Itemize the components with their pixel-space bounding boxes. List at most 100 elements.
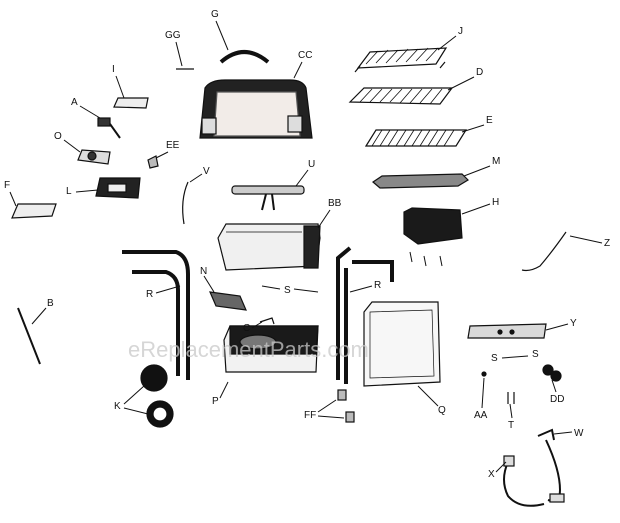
leader-p — [219, 381, 229, 399]
leader-k-top — [123, 385, 145, 405]
label-z: Z — [604, 238, 610, 249]
label-p: P — [212, 396, 219, 407]
part-hose-regulator-wx — [503, 428, 565, 507]
label-c: C — [243, 323, 250, 334]
label-b: B — [47, 298, 54, 309]
label-w: W — [574, 428, 584, 439]
part-lid-cc — [199, 79, 313, 139]
part-burner-u — [231, 185, 305, 211]
label-s-right-2: S — [532, 349, 539, 360]
leader-l — [75, 189, 99, 193]
leader-t — [509, 403, 513, 419]
part-igniter-a — [97, 117, 121, 139]
label-ee: EE — [166, 140, 180, 151]
leader-gg — [175, 41, 183, 67]
label-a: A — [71, 97, 78, 108]
leader-j — [437, 35, 457, 51]
label-cc: CC — [298, 50, 312, 61]
part-handle-g — [219, 50, 270, 64]
label-u: U — [308, 159, 315, 170]
label-r-right: R — [374, 280, 381, 291]
leader-ee — [155, 151, 169, 159]
part-side-burner-h — [403, 207, 463, 267]
label-r-left: R — [146, 289, 153, 300]
label-y: Y — [570, 318, 577, 329]
part-warming-rack-j — [354, 47, 448, 73]
leader-z — [569, 235, 603, 244]
leader-m — [463, 165, 491, 177]
label-dd: DD — [550, 394, 564, 405]
label-v: V — [203, 166, 210, 177]
leader-n — [203, 275, 215, 293]
leader-v — [189, 173, 203, 183]
leader-u — [295, 169, 309, 187]
watermark: eReplacementParts.com — [128, 337, 369, 362]
label-o: O — [54, 131, 62, 142]
label-l: L — [66, 186, 72, 197]
label-bb: BB — [328, 198, 342, 209]
leader-bb — [317, 209, 331, 229]
part-control-box-l — [95, 177, 141, 199]
part-screw-aa — [481, 371, 487, 377]
part-left-legs — [122, 250, 190, 380]
leader-cc — [293, 61, 303, 79]
leader-d — [447, 76, 475, 91]
part-bottom-tray-p — [223, 325, 319, 373]
part-right-legs — [336, 246, 394, 384]
part-heat-plate-m — [372, 173, 469, 189]
part-knobs-dd — [542, 364, 562, 382]
part-fittings-ff — [337, 389, 355, 423]
leader-r-right — [349, 285, 373, 293]
part-probe-b — [17, 307, 41, 365]
leader-s-center-left — [261, 285, 281, 290]
label-s-right-1: S — [491, 353, 498, 364]
leader-r-left — [155, 285, 181, 294]
parts — [11, 47, 567, 507]
part-panel-y — [467, 323, 547, 339]
leader-h — [461, 203, 491, 215]
part-pins-t — [507, 392, 515, 404]
label-s-center: S — [284, 285, 291, 296]
part-door-q — [363, 301, 441, 387]
leader-x — [495, 461, 507, 473]
label-n: N — [200, 266, 207, 277]
part-grate-e — [364, 129, 468, 147]
leader-i — [115, 75, 125, 99]
label-e: E — [486, 115, 493, 126]
leader-s-center-right — [293, 288, 319, 293]
label-gg: GG — [165, 30, 181, 41]
leader-e — [461, 124, 485, 133]
part-wheels-k — [140, 364, 174, 428]
part-shelf-f — [11, 203, 57, 219]
leader-g — [215, 20, 229, 51]
label-q: Q — [438, 405, 446, 416]
label-ff: FF — [304, 410, 316, 421]
leader-w — [553, 431, 573, 435]
part-cooking-grate-d — [348, 87, 454, 105]
part-control-panel-o — [77, 149, 111, 165]
leader-ff-bottom — [317, 415, 345, 419]
label-m: M — [492, 156, 500, 167]
leader-ff-top — [317, 399, 337, 413]
leader-aa — [481, 377, 485, 409]
part-wire-v — [182, 181, 189, 225]
label-i: I — [112, 64, 115, 75]
label-j: J — [458, 26, 463, 37]
leader-k-bottom — [123, 407, 149, 415]
part-panel-n — [209, 291, 247, 311]
leader-b — [31, 307, 47, 325]
leader-o — [63, 139, 81, 153]
part-bracket-c — [259, 317, 275, 325]
leader-y — [545, 323, 569, 331]
leader-q — [417, 385, 439, 407]
label-k: K — [114, 401, 121, 412]
leader-c — [251, 321, 263, 329]
leader-f — [9, 191, 17, 207]
leader-a — [79, 105, 101, 119]
label-g: G — [211, 9, 219, 20]
leader-dd — [551, 379, 557, 393]
part-gas-line-z — [521, 231, 567, 272]
label-f: F — [4, 180, 10, 191]
label-d: D — [476, 67, 483, 78]
